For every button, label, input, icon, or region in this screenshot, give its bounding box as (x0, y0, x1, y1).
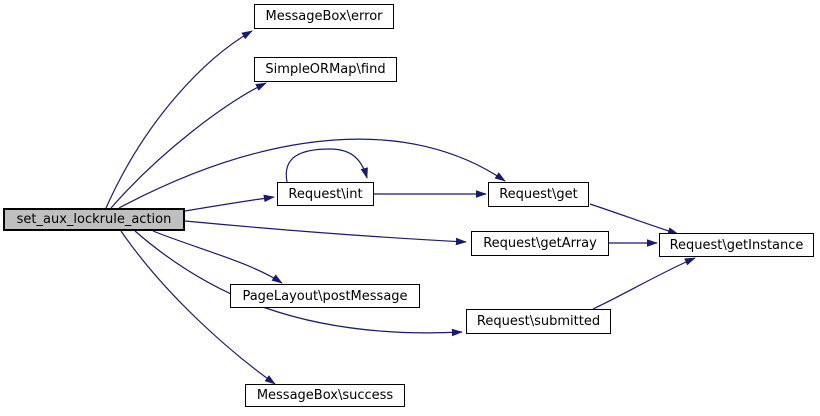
edge-submitted-to-getInstance (592, 257, 696, 310)
edge-main-to-postMessage (152, 230, 283, 284)
edge-main-to-submitted (134, 230, 463, 337)
edge-main-to-int (184, 194, 275, 212)
graph-node-success[interactable]: MessageBox\success (245, 384, 405, 407)
graph-node-label: PageLayout\postMessage (242, 288, 408, 304)
graph-node-label: Request\getInstance (669, 237, 804, 253)
edge-get-to-getInstance (589, 203, 679, 235)
graph-node-label: set_aux_lockrule_action (16, 212, 172, 227)
edge-main-to-success (120, 230, 276, 385)
graph-node-label: Request\int (288, 186, 363, 202)
graph-node-find[interactable]: SimpleORMap\find (254, 57, 397, 82)
graph-node-main[interactable]: set_aux_lockrule_action (3, 208, 185, 231)
edge-main-to-find (110, 82, 267, 209)
graph-node-label: MessageBox\error (265, 9, 383, 24)
graph-node-submitted[interactable]: Request\submitted (466, 309, 611, 334)
graph-node-getInstance[interactable]: Request\getInstance (659, 233, 814, 257)
graph-node-label: Request\submitted (476, 314, 601, 329)
graph-node-label: Request\getArray (483, 236, 597, 251)
edge-int-to-int (285, 148, 368, 183)
graph-node-int[interactable]: Request\int (277, 182, 374, 206)
graph-node-label: SimpleORMap\find (265, 62, 386, 77)
graph-node-label: MessageBox\success (256, 388, 394, 403)
edge-main-to-get (118, 138, 506, 209)
graph-node-getArray[interactable]: Request\getArray (471, 231, 609, 256)
graph-node-label: Request\get (499, 187, 578, 202)
graph-node-error[interactable]: MessageBox\error (254, 4, 394, 29)
graph-node-postMessage[interactable]: PageLayout\postMessage (230, 284, 420, 308)
graph-node-get[interactable]: Request\get (488, 182, 589, 207)
edge-main-to-error (105, 30, 253, 209)
edge-main-to-getArray (184, 220, 467, 246)
